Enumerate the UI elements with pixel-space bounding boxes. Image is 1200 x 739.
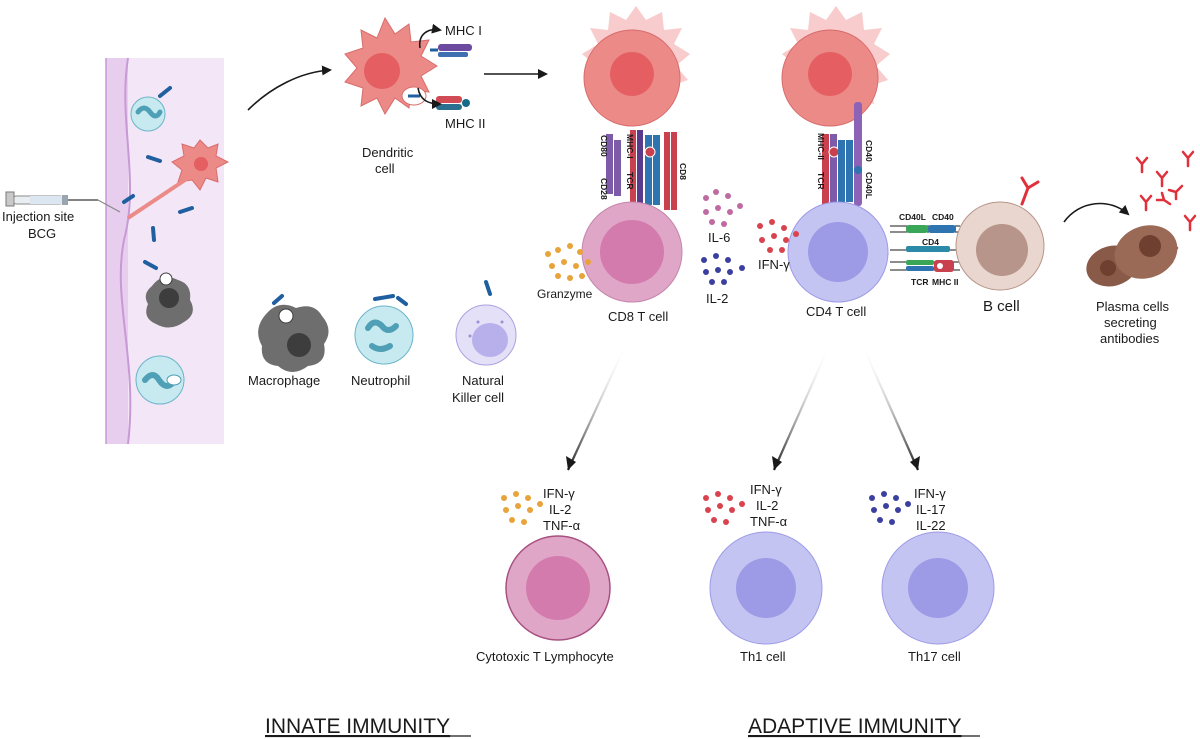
arrow-to-ctl <box>567 343 627 471</box>
ifn-gamma-label: IFN-γ <box>758 257 790 272</box>
dendritic-label-2: cell <box>375 161 395 176</box>
il2-label: IL-2 <box>706 291 728 306</box>
cd80-label: CD80 <box>599 135 609 157</box>
il6-dots <box>703 189 743 227</box>
plasma-cells <box>1086 225 1178 287</box>
arrow-head-ctl <box>566 456 576 470</box>
th1-cytokine-3: TNF-α <box>750 514 788 529</box>
ctl-label: Cytotoxic T Lymphocyte <box>476 649 614 664</box>
ctl-cell <box>505 535 611 641</box>
ctl-cytokine-3: TNF-α <box>543 518 581 533</box>
neutrophil-label: Neutrophil <box>351 373 410 388</box>
mhc1-label: MHC-I <box>625 134 635 159</box>
tcr-synapse-label: TCR <box>911 277 928 287</box>
ctl-cytokine-2: IL-2 <box>549 502 571 517</box>
th17-label: Th17 cell <box>908 649 961 664</box>
arrow-to-dendritic <box>247 65 332 111</box>
cd8-label: CD8 <box>678 163 688 180</box>
cd28-label: CD28 <box>599 178 609 200</box>
skin-neutrophil-bottom <box>135 355 185 405</box>
cd4-t-cell-label: CD4 T cell <box>806 304 866 319</box>
th1-label: Th1 cell <box>740 649 786 664</box>
cd4-synapse <box>822 102 862 206</box>
granzyme-dots <box>545 243 591 281</box>
plasma-label-2: secreting <box>1104 315 1157 330</box>
th17-cytokine-dots <box>869 491 911 525</box>
il6-label: IL-6 <box>708 230 730 245</box>
neutrophil-cell <box>354 294 414 365</box>
arrow-mhc-i <box>418 23 442 49</box>
arrow-to-plasma <box>1063 202 1130 223</box>
apc-dendritic-cd4 <box>781 6 890 127</box>
b-cell-label: B cell <box>983 298 1020 315</box>
mhc-ii-synapse-label: MHC II <box>932 277 958 287</box>
plasma-label-1: Plasma cells <box>1096 299 1169 314</box>
nk-label-2: Killer cell <box>452 390 504 405</box>
skin-dendritic-cell <box>126 139 230 220</box>
th1-cytokine-1: IFN-γ <box>750 482 782 497</box>
granzyme-label: Granzyme <box>537 287 593 301</box>
th17-cytokine-3: IL-22 <box>916 518 946 533</box>
cd4-synapse-label: CD4 <box>922 237 939 247</box>
th17-cell <box>881 531 995 645</box>
adaptive-immunity-heading: ADAPTIVE IMMUNITY <box>748 715 962 738</box>
cd4-bcell-synapse <box>890 225 960 272</box>
cd4-t-cell <box>787 201 889 303</box>
cd8-t-cell <box>581 201 683 303</box>
macrophage-cell <box>258 294 329 372</box>
nk-cell <box>455 280 517 366</box>
th17-cytokine-1: IFN-γ <box>914 486 946 501</box>
th17-cytokine-2: IL-17 <box>916 502 946 517</box>
bacteria-group <box>122 86 194 270</box>
bcg-label: BCG <box>28 226 56 241</box>
skin-macrophage <box>145 272 193 328</box>
nk-label-1: Natural <box>462 373 504 388</box>
arrow-to-th1 <box>772 343 832 471</box>
innate-immunity-heading: INNATE IMMUNITY <box>265 715 450 738</box>
plasma-label-3: antibodies <box>1100 331 1160 346</box>
dendritic-label-1: Dendritic <box>362 145 414 160</box>
arrow-to-th17 <box>860 343 920 471</box>
ctl-cytokine-dots <box>501 491 543 525</box>
macrophage-label: Macrophage <box>248 373 320 388</box>
injection-site-label: Injection site <box>2 209 74 224</box>
th1-cytokine-dots <box>703 491 745 525</box>
il2-dots <box>701 253 745 285</box>
syringe-icon <box>5 191 121 213</box>
mhc-i-label: MHC I <box>445 23 482 38</box>
ctl-cytokine-1: IFN-γ <box>543 486 575 501</box>
cd40-synapse-label: CD40 <box>932 212 954 222</box>
mhc2-label: MHC-II <box>816 133 826 160</box>
b-cell <box>955 176 1045 291</box>
tcr-label-cd4: TCR <box>816 172 826 189</box>
cd8-synapse <box>606 130 677 210</box>
arrow-head-th17 <box>910 456 920 470</box>
th1-cytokine-2: IL-2 <box>756 498 778 513</box>
cd8-t-cell-label: CD8 T cell <box>608 309 668 324</box>
apc-dendritic-cd8 <box>582 6 690 127</box>
tcr-label-cd8: TCR <box>625 172 635 189</box>
th1-cell <box>709 531 823 645</box>
arrow-head-th1 <box>772 456 782 470</box>
cd40l-synapse-label: CD40L <box>899 212 926 222</box>
dendritic-cell <box>344 16 438 116</box>
mhc-i-molecule <box>430 44 472 57</box>
arrow-mhc-ii <box>417 87 442 109</box>
cd40-label: CD40 <box>864 140 874 162</box>
ifn-dots <box>757 219 799 253</box>
mhc-ii-molecule <box>436 96 470 110</box>
cd40l-label: CD40L <box>864 172 874 199</box>
mhc-ii-label: MHC II <box>445 116 485 131</box>
skin-neutrophil-top <box>130 96 166 132</box>
